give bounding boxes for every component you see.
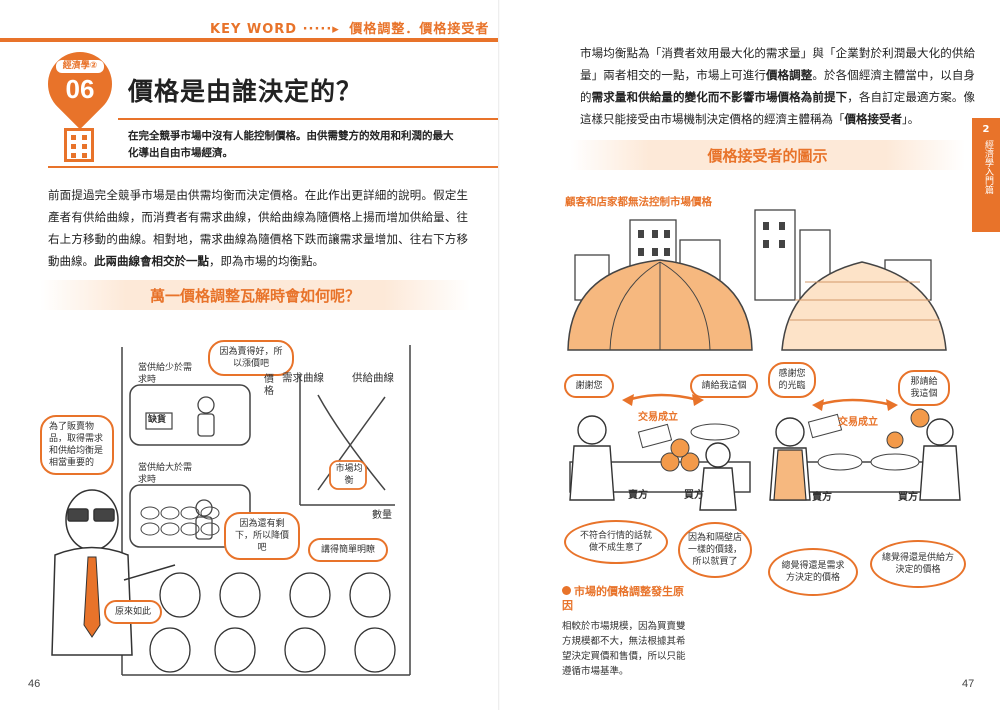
right-section-heading: 價格接受者的圖示 <box>707 147 828 165</box>
thought-seller-2: 總覺得還是需求方決定的價格 <box>768 548 858 596</box>
bubble-thanks-visit: 感謝您的光臨 <box>768 362 816 398</box>
badge-label: 經濟學② <box>56 60 104 73</box>
reason-title-text: 市場的價格調整發生原因 <box>562 585 684 612</box>
bubble-buy-this: 請給我這個 <box>690 374 758 398</box>
thought-buyer-2: 總覺得還是供給方決定的價格 <box>870 540 966 588</box>
body-paragraph: 前面提過完全競爭市場是由供需均衡而決定價格。在此作出更詳細的說明。假定生產者有供… <box>48 184 468 272</box>
market-illustration <box>567 209 961 511</box>
body-text-2: ，即為市場的均衡點。 <box>209 254 324 268</box>
right-body-1: 市場均衡點為「消費者效用最大化的需求量」與「企業對於利潤最大化的供給量」兩者相交… <box>580 46 975 82</box>
thought-seller-1: 不符合行情的話就做不成生意了 <box>564 520 668 564</box>
seller-label-2: 賣方 <box>812 492 832 503</box>
badge-number: 06 <box>65 74 95 104</box>
section-band <box>40 280 470 310</box>
reason-icon <box>562 586 571 595</box>
demand-curve-label: 需求曲線 <box>282 372 324 384</box>
trade-label-1: 交易成立 <box>638 412 678 423</box>
right-body-3: ，各自訂定最適方案。像這樣只能接受由市場機制決定價格的經濟主體稱為「 <box>580 90 976 126</box>
building-icon <box>64 128 94 162</box>
note-supply-less: 當供給少於需求時 <box>138 363 193 385</box>
right-body-4: 」。 <box>902 112 920 126</box>
figure-title: 顧客和店家都無法控制市場價格 <box>565 196 712 208</box>
keyword-prefix: KEY WORD ·····▸ <box>210 22 340 37</box>
summary-text: 在完全競爭市場中沒有人能控制價格。由供需雙方的效用和利潤的最大化導出自由市場經濟… <box>128 130 454 159</box>
bubble-easy: 講得簡單明瞭 <box>308 538 388 562</box>
keyword-terms: 價格調整．價格接受者 <box>349 22 490 37</box>
right-bold-3: 價格接受者 <box>844 112 903 126</box>
right-body-paragraph: 市場均衡點為「消費者效用最大化的需求量」與「企業對於利潤最大化的供給量」兩者相交… <box>580 42 975 130</box>
seller-label-1: 賣方 <box>628 490 648 501</box>
supply-curve-label: 供給曲線 <box>352 372 394 384</box>
bubble-price-down: 因為還有剩下，所以降價吧 <box>224 512 300 560</box>
reason-box: 市場的價格調整發生原因 相較於市場規模，因為買賣雙方規模都不大，無法根據其希望決… <box>562 585 692 679</box>
bubble-thanks: 謝謝您 <box>564 374 614 398</box>
page-title: 價格是由誰決定的？ <box>128 77 363 106</box>
bubble-ohso: 原來如此 <box>104 600 162 624</box>
keyword-header: KEY WORD ·····▸ 價格調整．價格接受者 <box>210 18 489 37</box>
header-rule <box>0 38 500 42</box>
right-section-band <box>570 140 965 170</box>
page-number-left: 46 <box>28 678 41 690</box>
summary-rule <box>48 166 500 168</box>
title-rule <box>118 118 500 120</box>
chapter-side-tab: 2 經濟學入門篇 <box>972 118 1000 232</box>
buyer-label-2: 買方 <box>898 492 918 503</box>
bubble-price-up: 因為賣得好，所以漲價吧 <box>208 340 294 376</box>
side-tab-text: 經濟學入門篇 <box>983 140 993 194</box>
side-tab-number: 2 <box>982 124 990 135</box>
comic-illustration <box>51 345 411 676</box>
right-bold-1: 價格調整 <box>765 68 813 82</box>
buyer-label-1: 買方 <box>684 490 704 501</box>
trade-label-2: 交易成立 <box>838 417 878 428</box>
left-page: KEY WORD ·····▸ 價格調整．價格接受者 經濟學② 06 價格是由誰… <box>0 18 500 690</box>
note-supply-more: 當供給大於需求時 <box>138 463 193 485</box>
body-text-1: 前面提過完全競爭市場是由供需均衡而決定價格。在此作出更詳細的說明。假定生產者有供… <box>48 188 468 268</box>
right-body-2: 。於各個經濟主體當中，以自身的 <box>580 68 975 104</box>
shop-sign: 缺貨 <box>148 415 167 425</box>
axis-price-label: 價格 <box>264 374 274 397</box>
thought-buyer-1: 因為和隔壁店一樣的價錢，所以就買了 <box>678 522 752 578</box>
right-page: 市場均衡點為「消費者效用最大化的需求量」與「企業對於利潤最大化的供給量」兩者相交… <box>500 0 1000 710</box>
right-bold-2: 需求量和供給量的變化而不影響市場價格為前提下 <box>591 90 848 104</box>
bubble-give-this: 那請給我這個 <box>898 370 950 406</box>
page-number-right: 47 <box>962 678 975 690</box>
reason-title: 市場的價格調整發生原因 <box>562 585 692 613</box>
body-bold: 此兩曲線會相交於一點 <box>94 254 209 268</box>
reason-text: 相較於市場規模，因為買賣雙方規模都不大，無法根據其希望決定買價和售價，所以只能遵… <box>562 621 686 677</box>
equilibrium-label: 市場均衡 <box>335 464 363 486</box>
axis-quantity-label: 數量 <box>372 510 392 521</box>
bubble-teacher: 為了販賣物品，取得需求和供給均衡是相當重要的 <box>40 415 114 475</box>
section-heading: 萬一價格調整瓦解時會如何呢？ <box>149 287 360 305</box>
